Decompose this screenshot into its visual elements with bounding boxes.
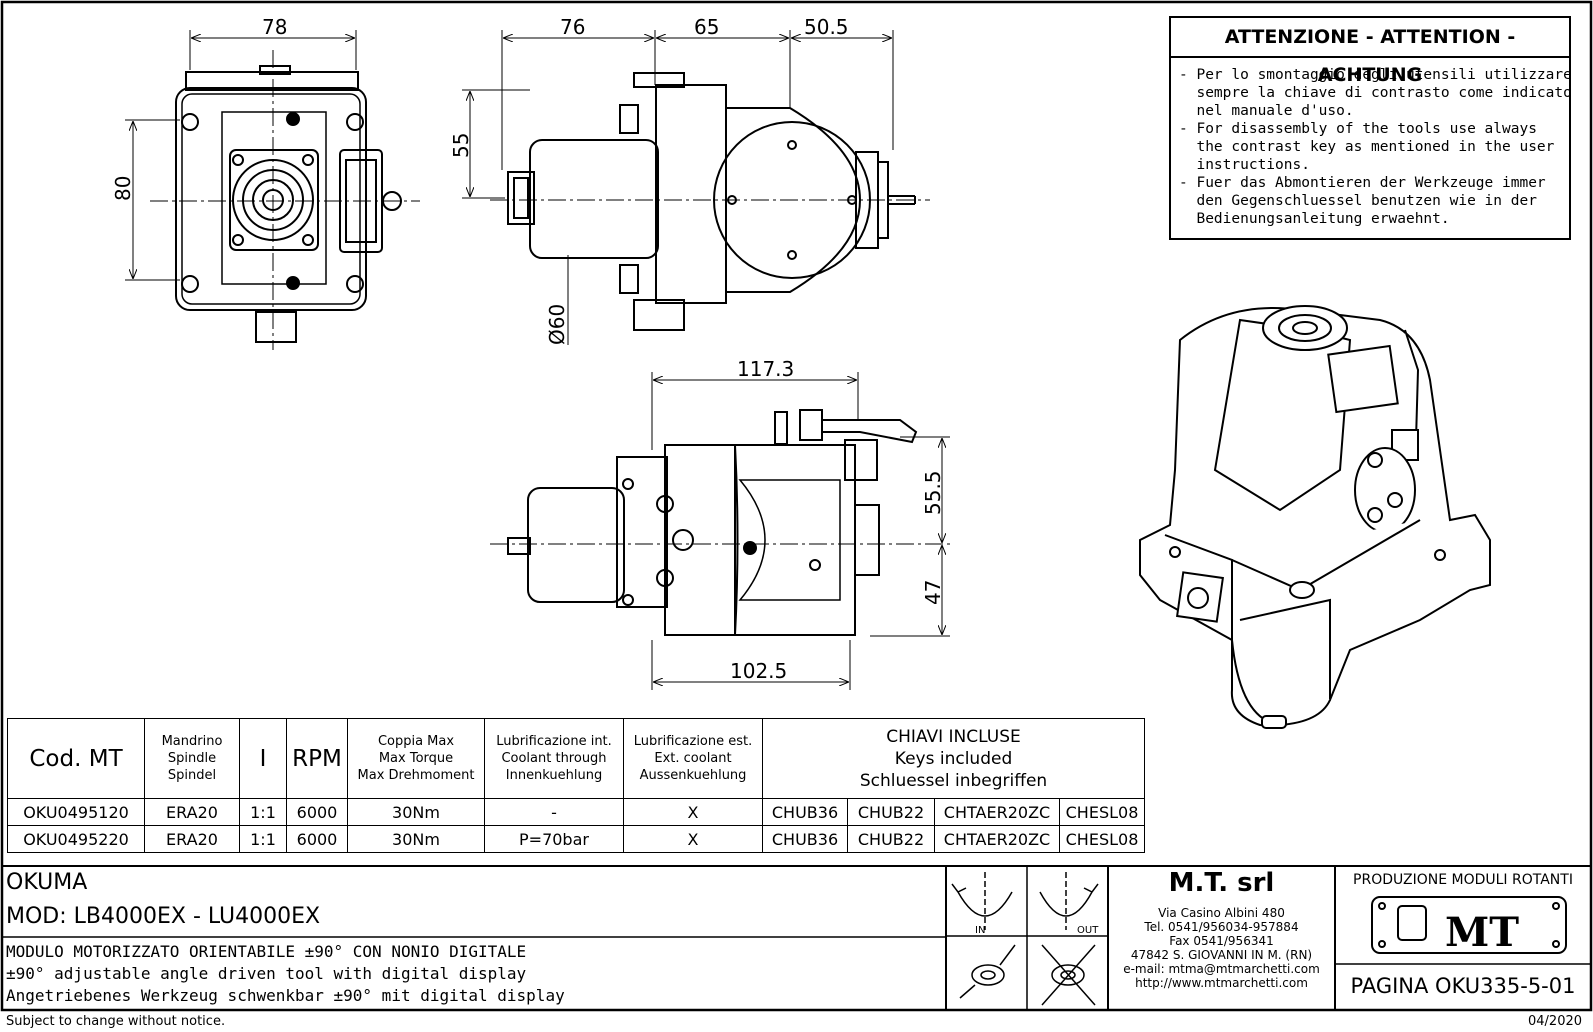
- warning-line: - Per lo smontaggio degli utensili utili…: [1179, 67, 1572, 83]
- cell-key: CHTAER20ZC: [934, 798, 1060, 826]
- company-email[interactable]: e-mail: mtma@mtmarchetti.com: [1123, 962, 1320, 976]
- company-city: 47842 S. GIOVANNI IN M. (RN): [1130, 948, 1313, 962]
- isometric-view: [1139, 305, 1491, 729]
- cell-rpm: 6000: [286, 825, 348, 853]
- dim-side-a: 76: [560, 15, 585, 39]
- footer-notice: Subject to change without notice.: [6, 1014, 226, 1029]
- page-code: PAGINA OKU335-5-01: [1350, 974, 1576, 998]
- company-fax: Fax 0541/956341: [1169, 934, 1274, 948]
- desc-it: MODULO MOTORIZZATO ORIENTABILE ±90° CON …: [6, 942, 527, 961]
- warning-line: den Gegenschluessel benutzen wie in der: [1179, 193, 1537, 209]
- side-view: [490, 72, 930, 331]
- table-row: OKU0495220 ERA20 1:1 6000 30Nm P=70bar X…: [7, 825, 1145, 853]
- cell-key: CHUB22: [847, 825, 935, 853]
- cell-ext-lub: X: [623, 798, 763, 826]
- mt-logo-icon: [1371, 896, 1567, 954]
- company-name: M.T. srl: [1168, 868, 1275, 898]
- cell-key: CHUB22: [847, 798, 935, 826]
- rot-in-label: IN: [975, 925, 985, 936]
- cell-int-lub: P=70bar: [484, 825, 624, 853]
- dim-top-lower: 47: [921, 580, 945, 605]
- footer-date: 04/2020: [1528, 1014, 1583, 1029]
- cell-ratio: 1:1: [239, 825, 287, 853]
- company-tel: Tel. 0541/956034-957884: [1144, 920, 1299, 934]
- company-web[interactable]: http://www.mtmarchetti.com: [1135, 976, 1308, 990]
- header-ratio: I: [239, 718, 287, 799]
- model-name: MOD: LB4000EX - LU4000EX: [6, 904, 321, 929]
- dim-front-height: 80: [111, 176, 135, 201]
- side-dimensions: [462, 30, 894, 345]
- cell-rpm: 6000: [286, 798, 348, 826]
- cell-int-lub: -: [484, 798, 624, 826]
- warning-line: instructions.: [1179, 157, 1310, 173]
- company-address: Via Casino Albini 480: [1158, 906, 1285, 920]
- warning-line: Bedienungsanleitung erwaehnt.: [1179, 211, 1450, 227]
- desc-de: Angetriebenes Werkzeug schwenkbar ±90° m…: [6, 986, 565, 1005]
- cell-torque: 30Nm: [347, 798, 485, 826]
- warning-line: - For disassembly of the tools use alway…: [1179, 121, 1537, 137]
- cell-torque: 30Nm: [347, 825, 485, 853]
- dim-front-width: 78: [262, 15, 287, 39]
- key-wrong-icon: [1041, 944, 1096, 1006]
- cell-ext-lub: X: [623, 825, 763, 853]
- dim-side-b: 65: [694, 15, 719, 39]
- dim-top-width: 117.3: [737, 357, 794, 381]
- dim-diameter: Ø60: [545, 304, 569, 345]
- dim-side-c: 50.5: [804, 15, 849, 39]
- cell-cod: OKU0495220: [7, 825, 145, 853]
- rot-out-label: OUT: [1077, 925, 1099, 936]
- rotation-out-icon: [1039, 872, 1099, 930]
- cell-key: CHESL08: [1059, 798, 1145, 826]
- top-dimensions: [651, 372, 950, 690]
- front-dimensions: [125, 30, 357, 281]
- dim-top-bottom: 102.5: [730, 659, 787, 683]
- warning-line: nel manuale d'uso.: [1179, 103, 1354, 119]
- top-view: [490, 409, 950, 636]
- front-view: [150, 50, 420, 350]
- dim-top-upper: 55.5: [921, 470, 945, 515]
- production-label: PRODUZIONE MODULI ROTANTI: [1353, 872, 1573, 888]
- key-correct-icon: [959, 944, 1016, 999]
- company-contact: Via Casino Albini 480 Tel. 0541/956034-9…: [1108, 906, 1335, 990]
- mt-logo-text: MT: [1445, 909, 1519, 956]
- warning-title: ATTENZIONE - ATTENTION - ACHTUNG: [1171, 18, 1569, 86]
- dim-side-height: 55: [449, 133, 473, 158]
- warning-box: ATTENZIONE - ATTENTION - ACHTUNG - Per l…: [1169, 16, 1572, 240]
- cell-key: CHESL08: [1059, 825, 1145, 853]
- cell-spindle: ERA20: [144, 825, 240, 853]
- machine-name: OKUMA: [6, 870, 88, 895]
- table-row: OKU0495120 ERA20 1:1 6000 30Nm - X CHUB3…: [7, 798, 1145, 826]
- cell-key: CHUB36: [762, 825, 848, 853]
- cell-ratio: 1:1: [239, 798, 287, 826]
- warning-line: sempre la chiave di contrasto come indic…: [1179, 85, 1572, 101]
- warning-line: the contrast key as mentioned in the use…: [1179, 139, 1555, 155]
- rotation-in-icon: [951, 872, 1013, 930]
- header-cod: Cod. MT: [7, 718, 145, 799]
- desc-en: ±90° adjustable angle driven tool with d…: [6, 964, 527, 983]
- warning-line: - Fuer das Abmontieren der Werkzeuge imm…: [1179, 175, 1546, 191]
- cell-cod: OKU0495120: [7, 798, 145, 826]
